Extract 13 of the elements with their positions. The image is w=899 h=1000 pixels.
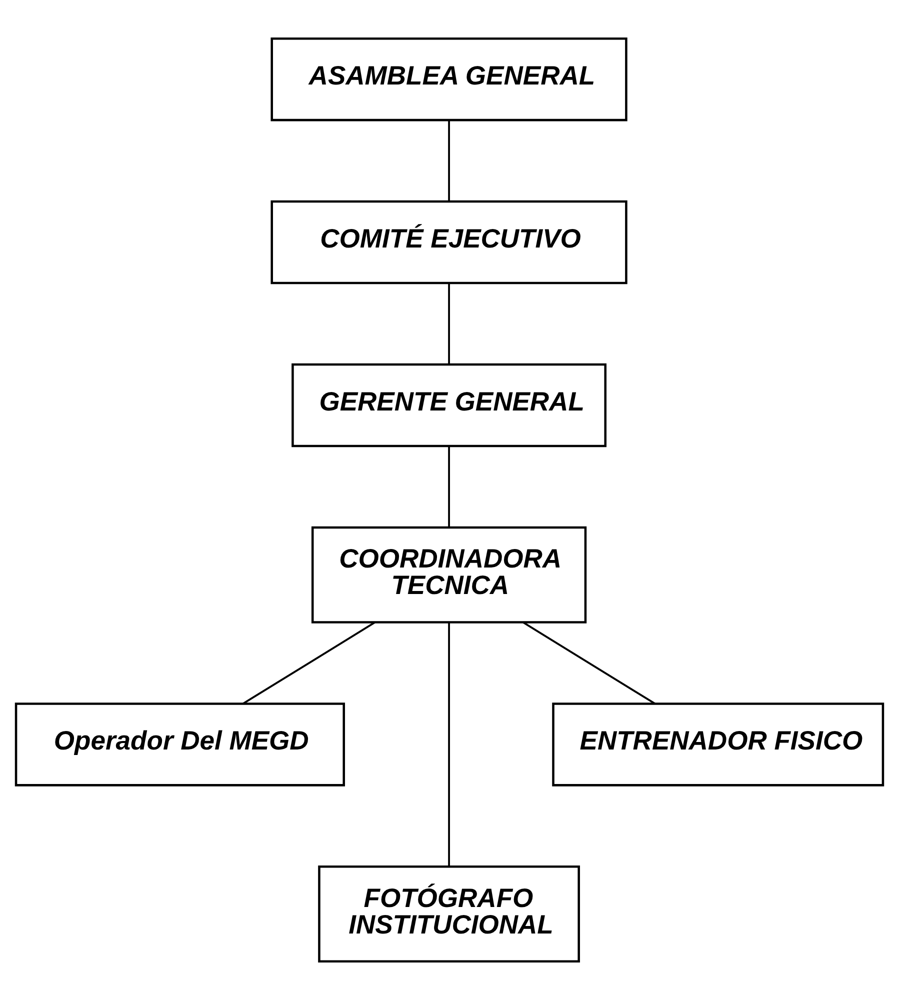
node-box: COMITÉ EJECUTIVO bbox=[270, 200, 628, 284]
node-box: Operador Del MEGD bbox=[14, 702, 345, 786]
connector bbox=[448, 622, 450, 866]
connector bbox=[448, 446, 450, 527]
node-box: COORDINADORA TECNICA bbox=[311, 526, 587, 624]
node-box: FOTÓGRAFO INSTITUCIONAL bbox=[318, 866, 580, 963]
connector bbox=[448, 284, 450, 364]
node-box: ENTRENADOR FISICO bbox=[552, 702, 884, 786]
node-box: ASAMBLEA GENERAL bbox=[270, 37, 628, 122]
connector bbox=[242, 622, 376, 704]
connector bbox=[522, 622, 656, 704]
connector bbox=[448, 120, 450, 202]
node-box: GERENTE GENERAL bbox=[292, 363, 606, 448]
